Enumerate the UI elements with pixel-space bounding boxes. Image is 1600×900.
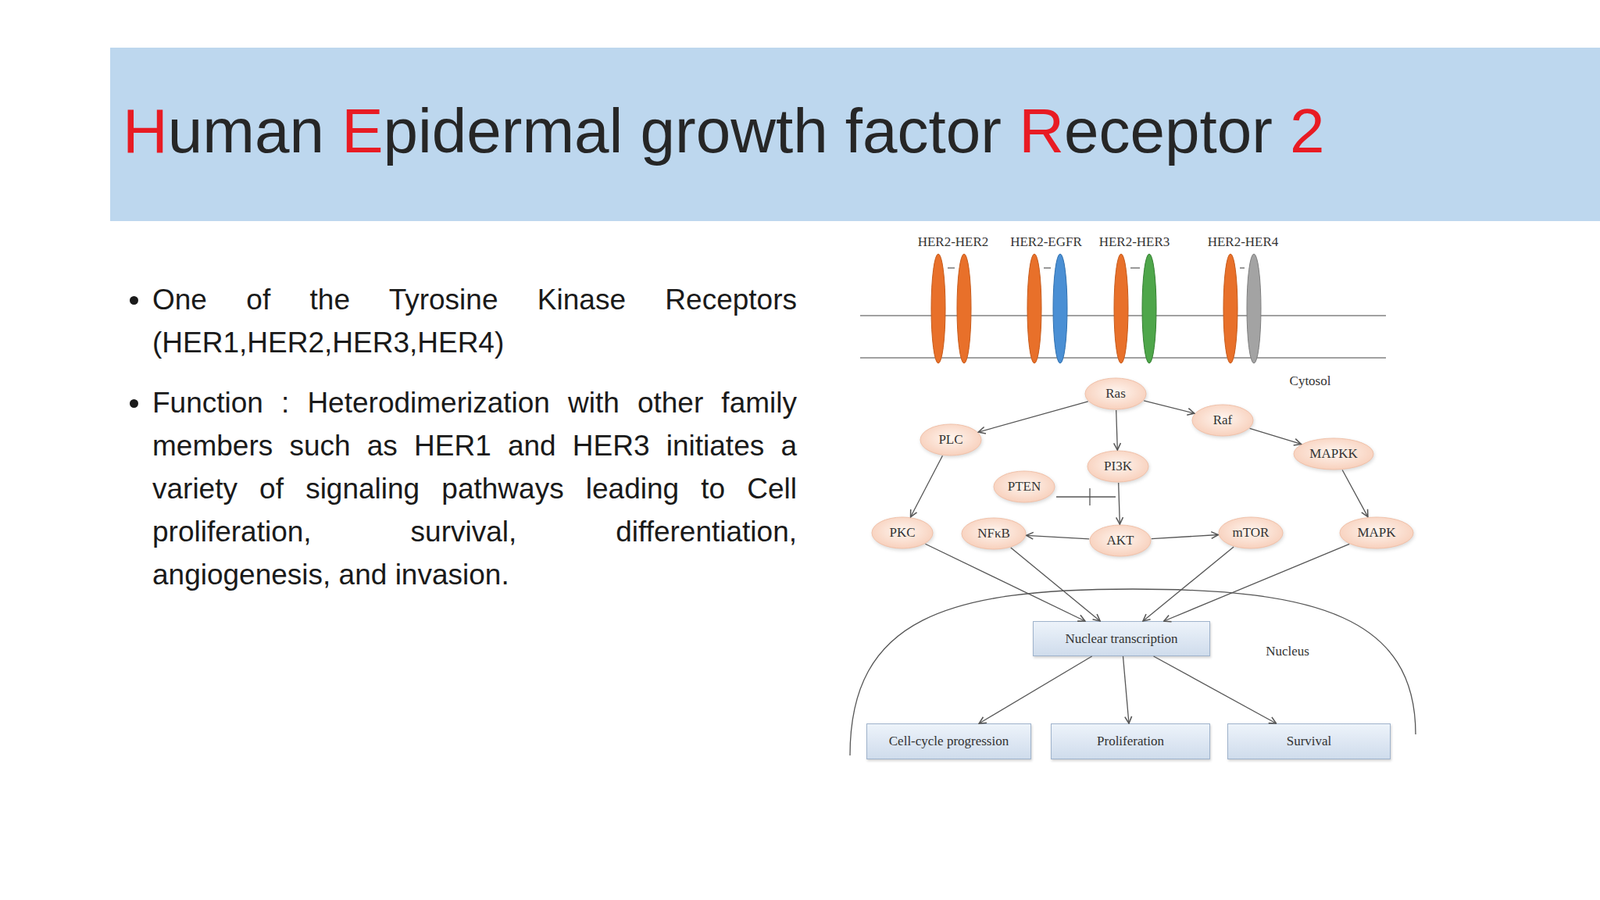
dimer-bond bbox=[1043, 267, 1051, 268]
signaling-protein: MAPK bbox=[1339, 516, 1415, 550]
node-label: mTOR bbox=[1232, 525, 1270, 541]
node-label: PTEN bbox=[1007, 478, 1042, 495]
signaling-protein: mTOR bbox=[1217, 516, 1284, 550]
dimer-label: HER2-HER2 bbox=[910, 234, 997, 250]
signal-arrow bbox=[978, 401, 1088, 433]
ellipse-shape bbox=[1293, 438, 1374, 470]
signal-arrow bbox=[1026, 535, 1090, 539]
ellipse-shape bbox=[1089, 525, 1151, 557]
signal-arrow bbox=[1010, 547, 1100, 622]
egfr-receptor bbox=[1053, 253, 1068, 364]
process-box: Survival bbox=[1227, 723, 1391, 760]
node-label: Raf bbox=[1213, 412, 1233, 429]
ellipse-shape bbox=[1192, 404, 1254, 436]
signal-arrow bbox=[1342, 470, 1368, 518]
bullet-text: Function : Heterodimerization with other… bbox=[152, 381, 797, 597]
signal-arrow bbox=[925, 543, 1085, 622]
signaling-protein: Raf bbox=[1191, 403, 1254, 437]
node-label: NFκB bbox=[977, 525, 1011, 542]
signaling-protein: AKT bbox=[1089, 524, 1152, 558]
node-label: PLC bbox=[938, 432, 963, 448]
inhibition-bar bbox=[1089, 488, 1090, 506]
signaling-protein: PI3K bbox=[1086, 450, 1150, 483]
signal-arrow bbox=[1153, 656, 1277, 724]
node-label: MAPKK bbox=[1309, 446, 1358, 462]
title-segment: uman bbox=[167, 96, 342, 166]
her2-receptor bbox=[1114, 253, 1129, 364]
signal-arrow bbox=[1143, 400, 1195, 414]
process-box: Nuclear transcription bbox=[1032, 621, 1211, 657]
node-label: Ras bbox=[1105, 385, 1126, 402]
her2-receptor bbox=[1027, 253, 1042, 364]
inhibition-line bbox=[1056, 496, 1116, 497]
node-label: Cell-cycle progression bbox=[889, 733, 1009, 750]
node-label: PKC bbox=[889, 525, 915, 541]
dimer-label: HER2-HER3 bbox=[1091, 234, 1178, 250]
ellipse-shape bbox=[1218, 517, 1283, 549]
signaling-protein: PTEN bbox=[992, 470, 1056, 504]
node-label: Survival bbox=[1286, 733, 1333, 750]
ellipse-shape bbox=[1339, 517, 1414, 549]
ellipse-shape bbox=[871, 517, 933, 549]
title-segment: H bbox=[122, 96, 168, 166]
dimer-bond bbox=[1130, 267, 1140, 268]
node-label: Proliferation bbox=[1096, 733, 1165, 750]
process-box: Cell-cycle progression bbox=[866, 723, 1032, 760]
ellipse-shape bbox=[1085, 378, 1147, 410]
process-box: Proliferation bbox=[1050, 723, 1211, 760]
node-label: PI3K bbox=[1103, 458, 1133, 475]
ellipse-shape bbox=[1087, 450, 1149, 483]
node-label: Nuclear transcription bbox=[1065, 631, 1179, 647]
signaling-protein: PLC bbox=[919, 423, 983, 457]
region-label: Cytosol bbox=[1278, 373, 1342, 390]
signal-arrow bbox=[1164, 543, 1350, 622]
signaling-protein: Ras bbox=[1084, 377, 1147, 411]
node-label: MAPK bbox=[1357, 525, 1396, 541]
signal-arrow bbox=[910, 455, 943, 517]
node-label: AKT bbox=[1107, 532, 1135, 549]
her2-receptor bbox=[957, 253, 972, 364]
slide-title: Human Epidermal growth factor Receptor 2 bbox=[122, 100, 1325, 163]
her2-receptor bbox=[1223, 253, 1238, 364]
her2-receptor bbox=[931, 253, 946, 364]
signaling-protein: PKC bbox=[871, 516, 934, 550]
title-segment: E bbox=[341, 96, 383, 166]
signal-arrow bbox=[1122, 656, 1129, 724]
signal-arrow bbox=[1142, 546, 1234, 622]
signaling-protein: NFκB bbox=[960, 517, 1027, 550]
bullet-text: One of the Tyrosine Kinase Receptors (HE… bbox=[152, 278, 797, 365]
signal-arrow bbox=[978, 656, 1093, 724]
bullet-list: One of the Tyrosine Kinase Receptors (HE… bbox=[123, 278, 797, 614]
signal-arrow bbox=[1250, 428, 1302, 444]
dimer-bond bbox=[947, 267, 955, 268]
dimer-label: HER2-EGFR bbox=[1003, 234, 1090, 250]
her3-receptor bbox=[1142, 253, 1157, 364]
signal-arrow bbox=[1118, 482, 1121, 525]
ellipse-shape bbox=[920, 424, 982, 456]
dimer-bond bbox=[1239, 267, 1245, 268]
title-segment: pidermal growth factor bbox=[382, 96, 1019, 166]
region-label: Nucleus bbox=[1256, 643, 1319, 660]
nucleus-region: Nucleus Nuclear transcriptionCell-cycle p… bbox=[847, 585, 1418, 762]
her4-receptor bbox=[1246, 253, 1261, 364]
ellipse-shape bbox=[961, 517, 1026, 550]
ellipse-shape bbox=[993, 471, 1055, 503]
title-segment: eceptor bbox=[1064, 96, 1290, 166]
signaling-protein: MAPKK bbox=[1292, 437, 1375, 471]
signal-arrow bbox=[1151, 534, 1219, 539]
signal-arrow bbox=[1116, 410, 1118, 450]
title-segment: R bbox=[1018, 96, 1065, 166]
title-segment: 2 bbox=[1289, 96, 1325, 166]
dimer-label: HER2-HER4 bbox=[1200, 234, 1286, 250]
